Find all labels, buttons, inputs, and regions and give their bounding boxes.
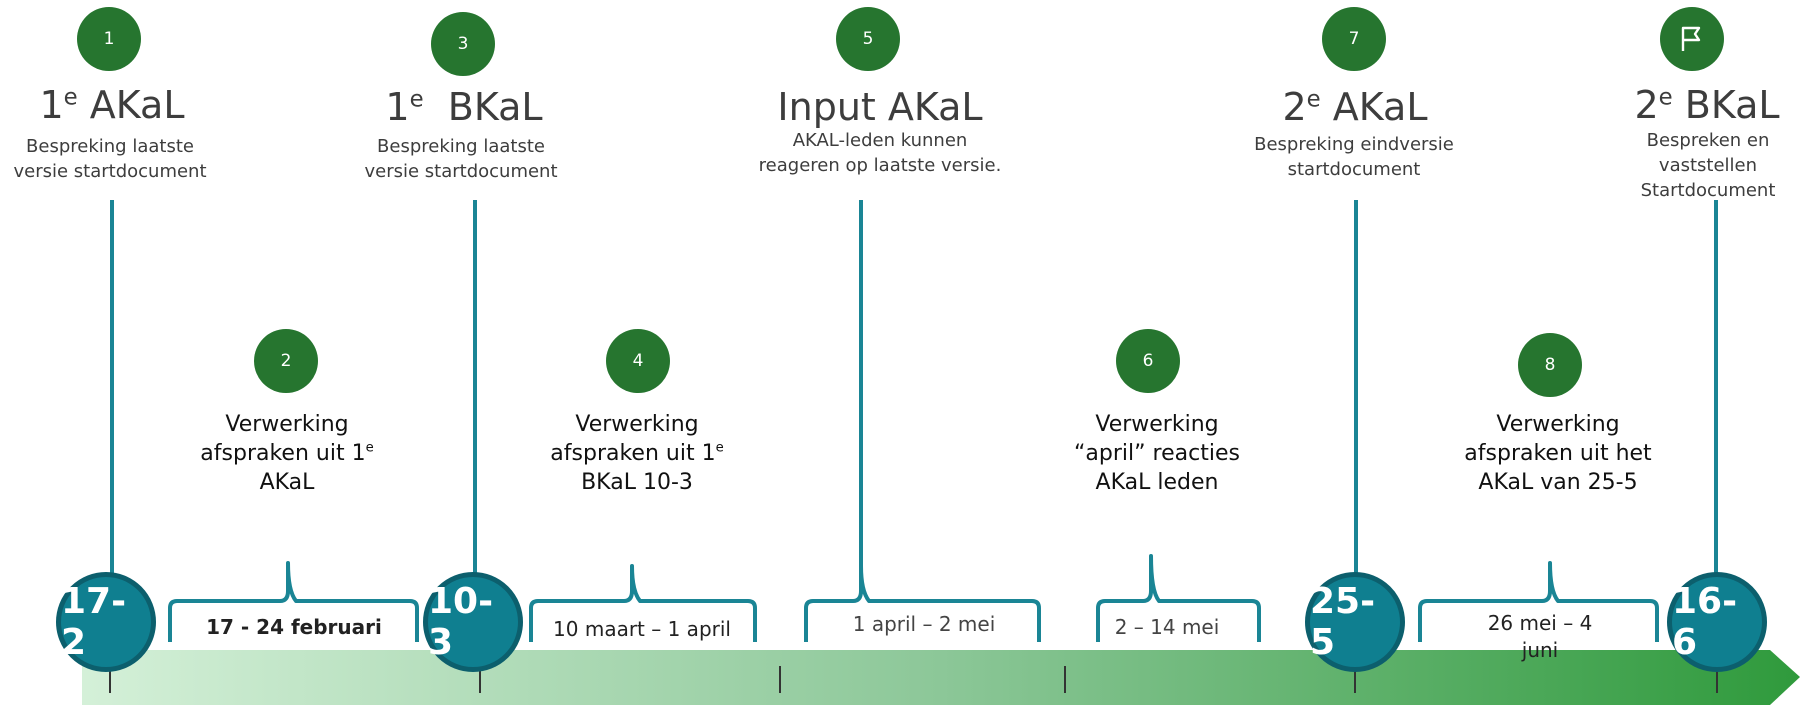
timeline-ticks [109,666,1718,693]
date-circle-25-5: 25-5 [1305,572,1405,672]
step-badge-6: 6 [1116,329,1180,393]
date-range-1: 17 - 24 februari [206,615,382,639]
milestone-title-1: 1e AKaL [39,83,185,127]
phase-braces [168,554,1659,642]
step-badge-5: 5 [836,7,900,71]
milestone-title-7: 2e AKaL [1282,85,1428,129]
milestone-title-flag: 2e BKaL [1634,83,1780,127]
milestone-title-5: Input AKaL [777,85,983,129]
date-circle-16-6: 16-6 [1667,572,1767,672]
flag-icon [1681,26,1701,51]
date-range-3: 1 april – 2 mei [852,612,996,636]
milestone-lines [110,200,1718,580]
step-badge-3: 3 [431,12,495,76]
date-range-4: 2 – 14 mei [1114,615,1220,639]
step-badge-4: 4 [606,329,670,393]
flag-badge [1660,7,1724,71]
step-badge-1: 1 [77,7,141,71]
date-range-2: 10 maart – 1 april [553,617,731,641]
date-circle-10-3: 10-3 [423,572,523,672]
milestone-title-3: 1e BKaL [385,85,543,129]
step-badge-8: 8 [1518,333,1582,397]
step-badge-2: 2 [254,329,318,393]
date-circle-17-2: 17-2 [56,572,156,672]
step-badge-7: 7 [1322,7,1386,71]
